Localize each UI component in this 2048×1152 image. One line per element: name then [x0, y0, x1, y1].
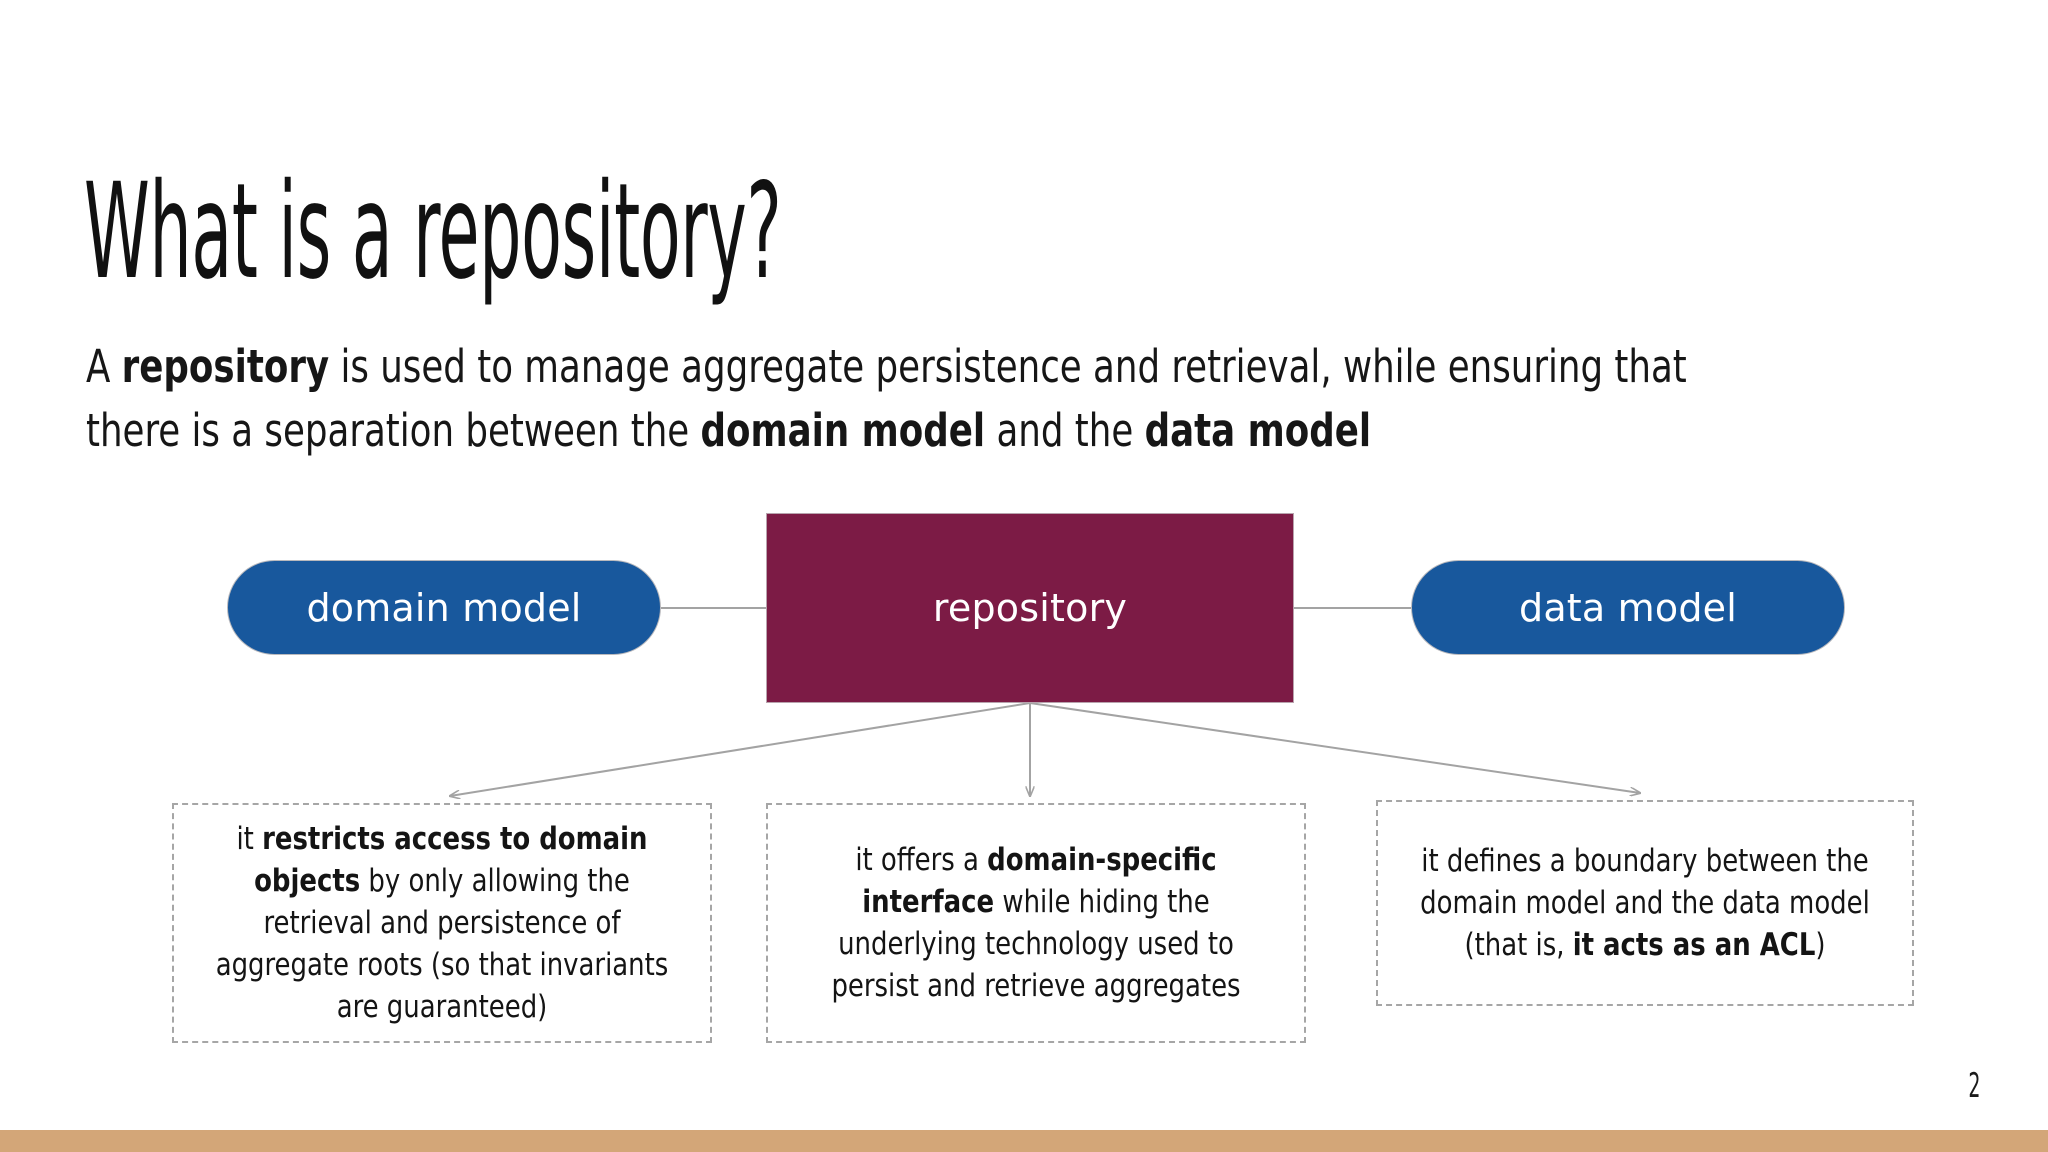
diagram-node-repository[interactable]: repository [766, 513, 1294, 703]
lead-paragraph: A repository is used to manage aggregate… [86, 340, 1687, 457]
detail-box-restricts-access-text: it restricts access to domain objects by… [215, 820, 669, 1026]
diagram-connectors [0, 607, 2048, 1050]
diagram-node-data-model[interactable]: data model [1411, 560, 1845, 655]
repository-diagram: domain model repository data model it re… [0, 490, 2048, 1050]
detail-box-boundary-acl-text: it defines a boundary between the domain… [1420, 842, 1870, 964]
diagram-node-domain-model[interactable]: domain model [227, 560, 661, 655]
diagram-node-domain-model-label: domain model [306, 585, 582, 630]
diagram-node-repository-label: repository [932, 586, 1128, 630]
detail-box-boundary-acl: it defines a boundary between the domain… [1376, 800, 1914, 1006]
detail-box-restricts-access: it restricts access to domain objects by… [172, 803, 712, 1043]
page-title: What is a repository? [84, 155, 782, 310]
detail-box-domain-specific-interface-text: it offers a domain-specific interface wh… [831, 841, 1241, 1005]
detail-box-domain-specific-interface: it offers a domain-specific interface wh… [766, 803, 1306, 1043]
bottom-accent-bar [0, 1130, 2048, 1152]
diagram-node-data-model-label: data model [1519, 585, 1737, 630]
page-number: 2 [1967, 1066, 1980, 1106]
